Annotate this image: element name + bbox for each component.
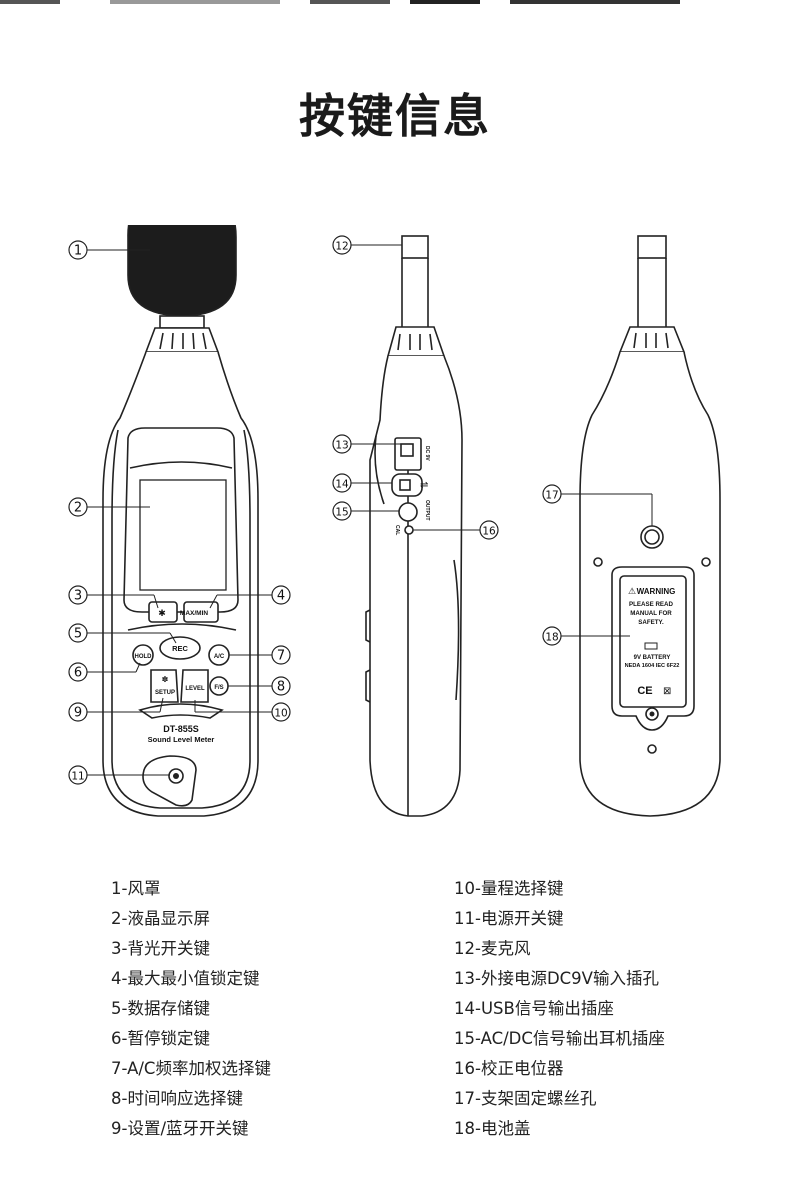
callout-9: 9 — [74, 706, 82, 721]
callout-1: 1 — [74, 244, 82, 259]
warning-line-3: SAFETY. — [638, 619, 664, 626]
model-label: DT-855S — [163, 724, 199, 734]
front-view — [102, 225, 259, 817]
callout-7: 7 — [277, 649, 285, 664]
meter-body-side — [369, 355, 463, 817]
weee-bin-icon: ⊠ — [663, 686, 671, 697]
callout-18: 18 — [545, 632, 558, 644]
legend-item: 4-最大最小值锁定键 — [111, 969, 260, 988]
product-diagram: MAX/MIN REC HOLD A/C F/S SETUP LEVEL DT-… — [0, 225, 790, 835]
warning-line-2: MANUAL FOR — [630, 610, 672, 617]
legend-item: 7-A/C频率加权选择键 — [111, 1059, 271, 1078]
ce-mark: CE — [637, 685, 652, 697]
lcd-frame — [123, 427, 239, 613]
warning-triangle-icon: ⚠ — [628, 587, 636, 597]
legend-list-right: 10-量程选择键 11-电源开关键 12-麦克风 13-外接电源DC9V输入插孔… — [454, 874, 665, 1144]
callout-6: 6 — [74, 666, 82, 681]
dc-jack-label: DC 9V — [424, 446, 430, 461]
back-view — [579, 235, 721, 817]
side-view — [365, 235, 463, 817]
legend-item: 13-外接电源DC9V输入插孔 — [454, 969, 659, 988]
top-photo-strip — [0, 0, 790, 5]
output-jack-label: OUTPUT — [424, 500, 430, 521]
legend-item: 8-时间响应选择键 — [111, 1089, 243, 1108]
legend-item: 6-暂停锁定键 — [111, 1029, 210, 1048]
legend-item: 18-电池盖 — [454, 1119, 531, 1138]
usb-icon: ⇌ — [420, 480, 428, 491]
callout-10: 10 — [274, 708, 287, 720]
neda-label: NEDA 1604 IEC 6F22 — [625, 663, 680, 669]
level-button-label: LEVEL — [185, 686, 205, 692]
legend-item: 1-风罩 — [111, 879, 161, 898]
callout-17: 17 — [545, 490, 558, 502]
cal-label: CAL — [394, 525, 400, 535]
callout-16: 16 — [482, 526, 496, 538]
callout-12: 12 — [335, 241, 348, 253]
power-button-front — [142, 755, 197, 807]
hold-button-label: HOLD — [135, 654, 153, 660]
page-title: 按键信息 — [299, 89, 491, 143]
lcd-screen — [139, 479, 227, 591]
legend-item: 16-校正电位器 — [454, 1059, 564, 1078]
legend-item: 11-电源开关键 — [454, 909, 564, 928]
legend-item: 2-液晶显示屏 — [111, 909, 210, 928]
battery-label: 9V BATTERY — [634, 655, 671, 661]
legend-item: 15-AC/DC信号输出耳机插座 — [454, 1029, 665, 1048]
legend-item: 3-背光开关键 — [111, 939, 210, 958]
callout-15: 15 — [335, 507, 348, 519]
callout-5: 5 — [74, 627, 82, 642]
legend-item: 12-麦克风 — [454, 939, 531, 958]
backlight-icon: ✱ — [158, 609, 166, 619]
callouts — [87, 244, 653, 776]
legend-list-left: 1-风罩 2-液晶显示屏 3-背光开关键 4-最大最小值锁定键 5-数据存储键 … — [111, 874, 271, 1144]
legend-item: 17-支架固定螺丝孔 — [454, 1089, 597, 1108]
model-subtitle: Sound Level Meter — [148, 735, 215, 744]
callout-13: 13 — [335, 440, 348, 452]
bluetooth-icon: ✽ — [162, 675, 169, 684]
setup-button-label: SETUP — [155, 690, 175, 696]
windscreen-shape — [127, 225, 237, 317]
legend-item: 14-USB信号输出插座 — [454, 999, 614, 1018]
callout-11: 11 — [71, 771, 84, 783]
legend-item: 10-量程选择键 — [454, 879, 564, 898]
warning-label: WARNING — [637, 587, 676, 596]
legend-item: 9-设置/蓝牙开关键 — [111, 1119, 249, 1138]
callout-4: 4 — [277, 589, 285, 604]
rec-button-label: REC — [172, 644, 188, 653]
ac-button-label: A/C — [214, 654, 225, 660]
callout-2: 2 — [74, 501, 82, 516]
callout-3: 3 — [74, 589, 82, 604]
maxmin-button-label: MAX/MIN — [180, 610, 208, 617]
callout-8: 8 — [277, 680, 285, 695]
fs-button-label: F/S — [214, 685, 223, 691]
legend-item: 5-数据存储键 — [111, 999, 210, 1018]
warning-line-1: PLEASE READ — [629, 601, 674, 608]
callout-14: 14 — [335, 479, 349, 491]
